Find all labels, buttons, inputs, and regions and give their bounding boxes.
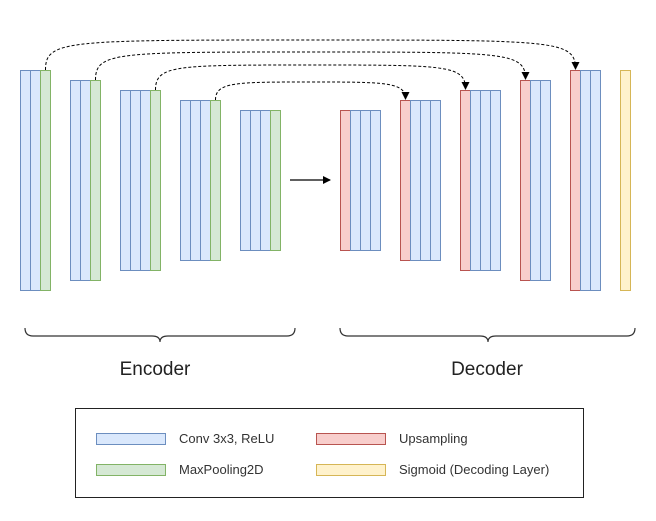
encoder-block-1 (20, 70, 51, 291)
conv-layer (420, 100, 431, 261)
conv-swatch (96, 433, 166, 445)
conv-layer (250, 110, 261, 251)
upsampling-layer (340, 110, 351, 251)
conv-layer (80, 80, 91, 281)
upsampling-layer (570, 70, 581, 291)
upsampling-swatch (316, 433, 386, 445)
encoder-block-2 (70, 80, 101, 281)
conv-layer (580, 70, 591, 291)
decoder-block-1 (340, 110, 381, 251)
legend-label-sigmoid: Sigmoid (Decoding Layer) (399, 462, 550, 477)
decoder-block-3 (460, 90, 501, 271)
conv-layer (360, 110, 371, 251)
maxpool-layer (270, 110, 281, 251)
encoder-block-4 (180, 100, 221, 261)
legend-label-upsampling: Upsampling (399, 431, 468, 446)
conv-layer (470, 90, 481, 271)
legend-label-conv: Conv 3x3, ReLU (179, 431, 275, 446)
upsampling-layer (520, 80, 531, 281)
maxpool-layer (90, 80, 101, 281)
pool-swatch (96, 464, 166, 476)
conv-layer (180, 100, 191, 261)
conv-layer (260, 110, 271, 251)
conv-layer (490, 90, 501, 271)
maxpool-layer (150, 90, 161, 271)
legend-label-pool: MaxPooling2D (179, 462, 264, 477)
encoder-block-3 (120, 90, 161, 271)
skip-connections (45, 39, 580, 101)
conv-layer (20, 70, 31, 291)
conv-layer (200, 100, 211, 261)
decoder-block-5 (570, 70, 601, 291)
conv-layer (480, 90, 491, 271)
conv-layer (590, 70, 601, 291)
conv-layer (140, 90, 151, 271)
sigmoid-layer (620, 70, 631, 291)
maxpool-layer (210, 100, 221, 261)
conv-layer (540, 80, 551, 281)
conv-layer (120, 90, 131, 271)
encoder-block-5 (240, 110, 281, 251)
conv-layer (240, 110, 251, 251)
upsampling-layer (400, 100, 411, 261)
decoder-block-4 (520, 80, 551, 281)
legend: Conv 3x3, ReLU MaxPooling2D Upsampling S… (75, 408, 584, 498)
conv-layer (370, 110, 381, 251)
conv-layer (70, 80, 81, 281)
conv-layer (190, 100, 201, 261)
decoder-block-2 (400, 100, 441, 261)
conv-layer (410, 100, 421, 261)
upsampling-layer (460, 90, 471, 271)
layer-blocks (20, 70, 631, 291)
conv-layer (30, 70, 41, 291)
decoder-brace (339, 327, 636, 343)
encoder-brace (24, 327, 296, 343)
skip-connection-arrow (215, 81, 410, 101)
decoder-block-6 (620, 70, 631, 291)
sigmoid-swatch (316, 464, 386, 476)
conv-layer (350, 110, 361, 251)
conv-layer (530, 80, 541, 281)
skip-connection-arrow (45, 39, 580, 71)
encoder-label: Encoder (119, 359, 191, 380)
decoder-label: Decoder (451, 359, 523, 380)
maxpool-layer (40, 70, 51, 291)
conv-layer (430, 100, 441, 261)
skip-connection-arrow (155, 64, 470, 91)
conv-layer (130, 90, 141, 271)
